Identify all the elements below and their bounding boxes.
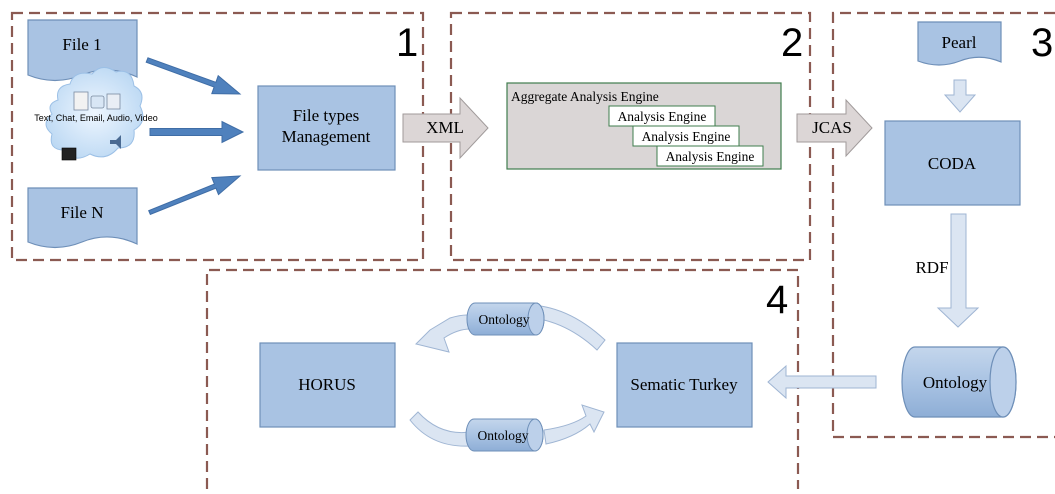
input-arrows bbox=[145, 57, 245, 216]
section-3-border bbox=[831, 11, 1055, 439]
analysis-engine-2-label: Analysis Engine bbox=[642, 129, 731, 144]
xml-arrow: XML bbox=[402, 96, 489, 160]
arrow-media-to-management bbox=[149, 120, 245, 144]
aggregate-analysis-engine: Aggregate Analysis Engine Analysis Engin… bbox=[506, 82, 782, 170]
ontology-top-label: Ontology bbox=[478, 312, 529, 327]
analysis-engine-1-label: Analysis Engine bbox=[618, 109, 707, 124]
coda-box: CODA bbox=[884, 120, 1021, 206]
file-1-label: File 1 bbox=[62, 35, 101, 54]
jcas-label: JCAS bbox=[812, 118, 852, 137]
coda-label: CODA bbox=[928, 154, 977, 173]
analysis-engine-3-label: Analysis Engine bbox=[666, 149, 755, 164]
ontology-bottom-label: Ontology bbox=[477, 428, 528, 443]
section-number-1: 1 bbox=[396, 21, 418, 65]
ontology-cylinder-bottom: Ontology bbox=[465, 418, 544, 452]
arrow-filen-to-management bbox=[148, 175, 242, 216]
horus-label: HORUS bbox=[298, 375, 356, 394]
xml-label: XML bbox=[426, 118, 464, 137]
file-n-doc: File N bbox=[27, 187, 138, 249]
sematic-turkey-box: Sematic Turkey bbox=[616, 342, 753, 428]
video-icon bbox=[61, 147, 77, 161]
rdf-label: RDF bbox=[915, 258, 948, 277]
chat-icon bbox=[90, 95, 105, 109]
ontology-cylinder-top: Ontology bbox=[466, 302, 545, 336]
arrow-pearl-to-coda bbox=[943, 79, 977, 113]
pearl-doc: Pearl bbox=[917, 21, 1002, 66]
email-icon bbox=[106, 93, 121, 110]
section-number-4: 4 bbox=[766, 278, 788, 322]
document-icon bbox=[73, 91, 89, 111]
arrow-ontology-to-turkey bbox=[767, 364, 877, 400]
file-types-management-box: File types Management bbox=[257, 85, 396, 171]
sematic-turkey-label: Sematic Turkey bbox=[630, 375, 738, 394]
file-n-label: File N bbox=[61, 203, 104, 222]
rdf-arrow: RDF bbox=[915, 213, 980, 328]
file-types-label: File types bbox=[293, 106, 360, 125]
media-cloud: Text, Chat, Email, Audio, Video bbox=[34, 67, 158, 161]
section-number-2: 2 bbox=[781, 21, 803, 65]
arrow-file1-to-management bbox=[145, 57, 242, 95]
analysis-engine-3 bbox=[656, 145, 764, 167]
section-number-3: 3 bbox=[1031, 21, 1053, 65]
jcas-arrow: JCAS bbox=[796, 98, 873, 158]
media-types-label: Text, Chat, Email, Audio, Video bbox=[34, 113, 157, 123]
aggregate-engine-label: Aggregate Analysis Engine bbox=[511, 89, 659, 104]
management-label: Management bbox=[282, 127, 371, 146]
ontology-main-label: Ontology bbox=[923, 373, 988, 392]
ontology-cylinder-main: Ontology bbox=[901, 346, 1017, 418]
audio-icon bbox=[110, 135, 121, 149]
pearl-label: Pearl bbox=[942, 33, 977, 52]
horus-box: HORUS bbox=[259, 342, 396, 428]
